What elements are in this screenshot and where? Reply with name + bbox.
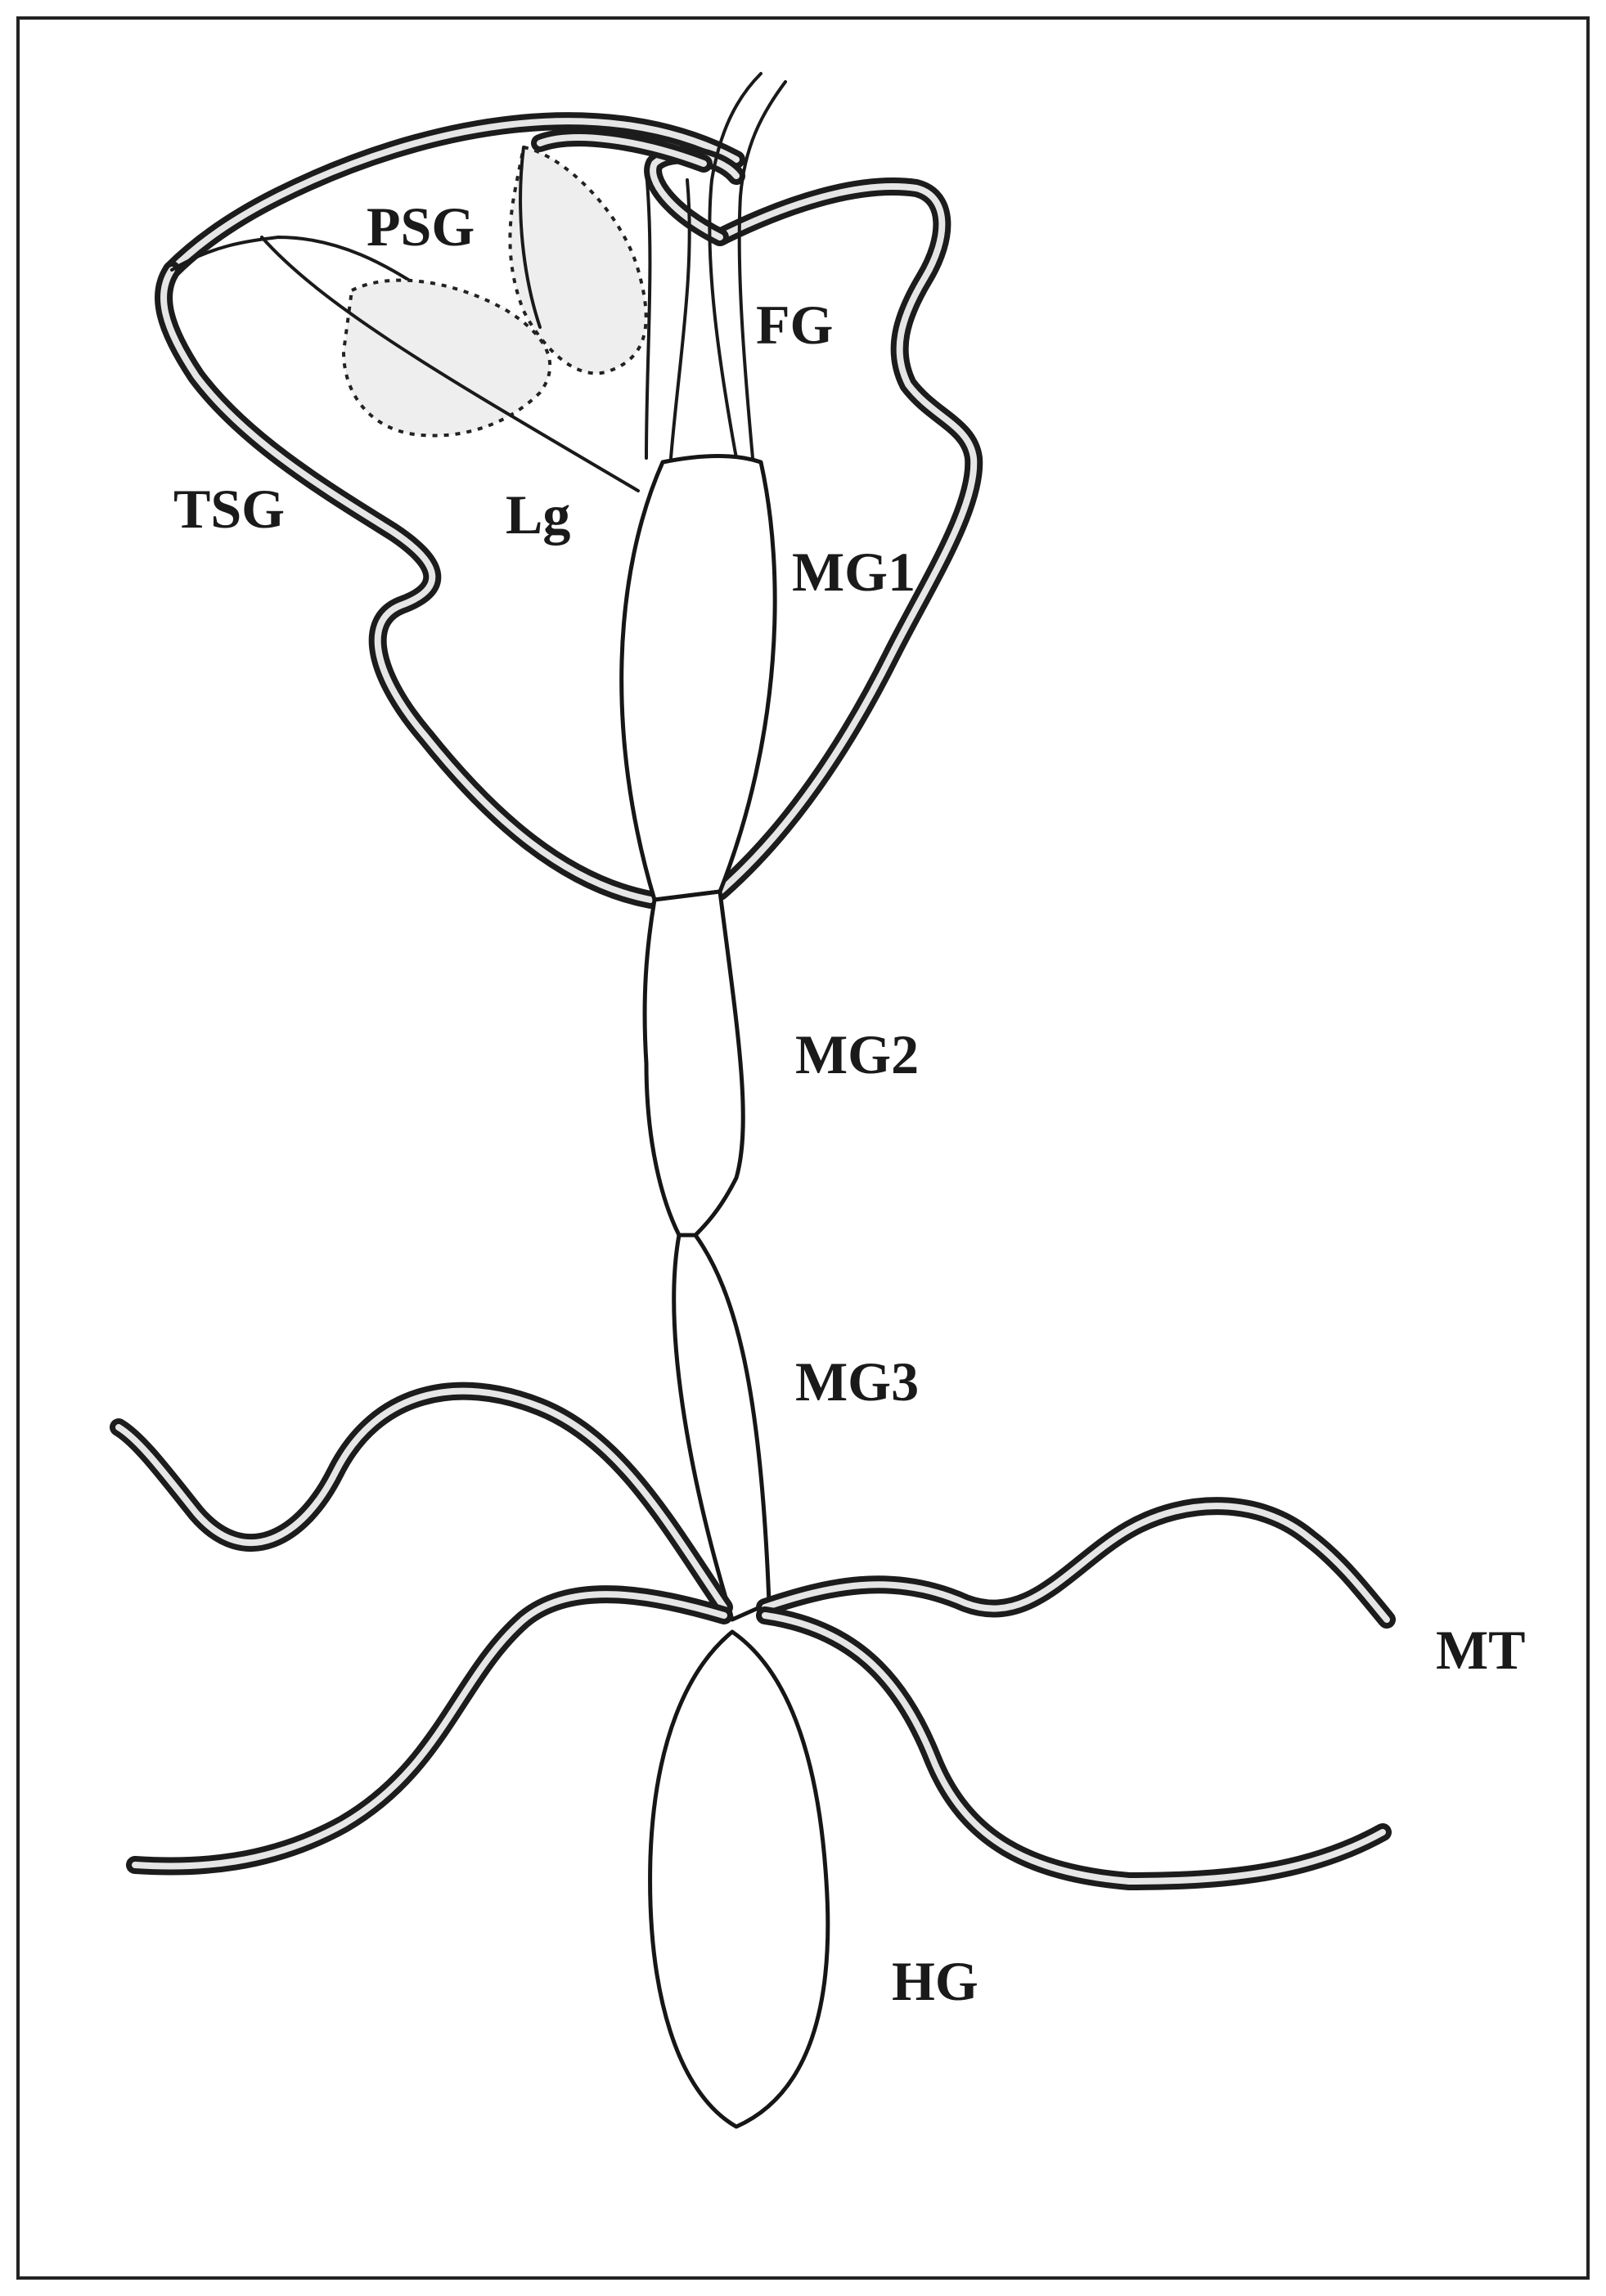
hindgut [648,1629,830,2129]
label-hg: HG [892,1950,978,2012]
label-tsg: TSG [173,478,285,540]
malpighian-tubules [110,1382,1396,1890]
label-mg3: MG3 [795,1350,919,1413]
label-lg: Lg [506,483,570,546]
midgut-1 [619,454,777,902]
ligament [260,236,640,492]
figure-frame [16,16,1590,2280]
label-mt: MT [1436,1619,1526,1681]
label-mg1: MG1 [792,541,915,603]
label-fg: FG [756,294,833,356]
label-psg: PSG [367,195,475,258]
midgut-2 [642,889,745,1238]
principal-salivary-gland [341,145,648,438]
gut-body [619,454,830,2129]
label-mg2: MG2 [795,1023,919,1085]
foregut [645,72,787,460]
